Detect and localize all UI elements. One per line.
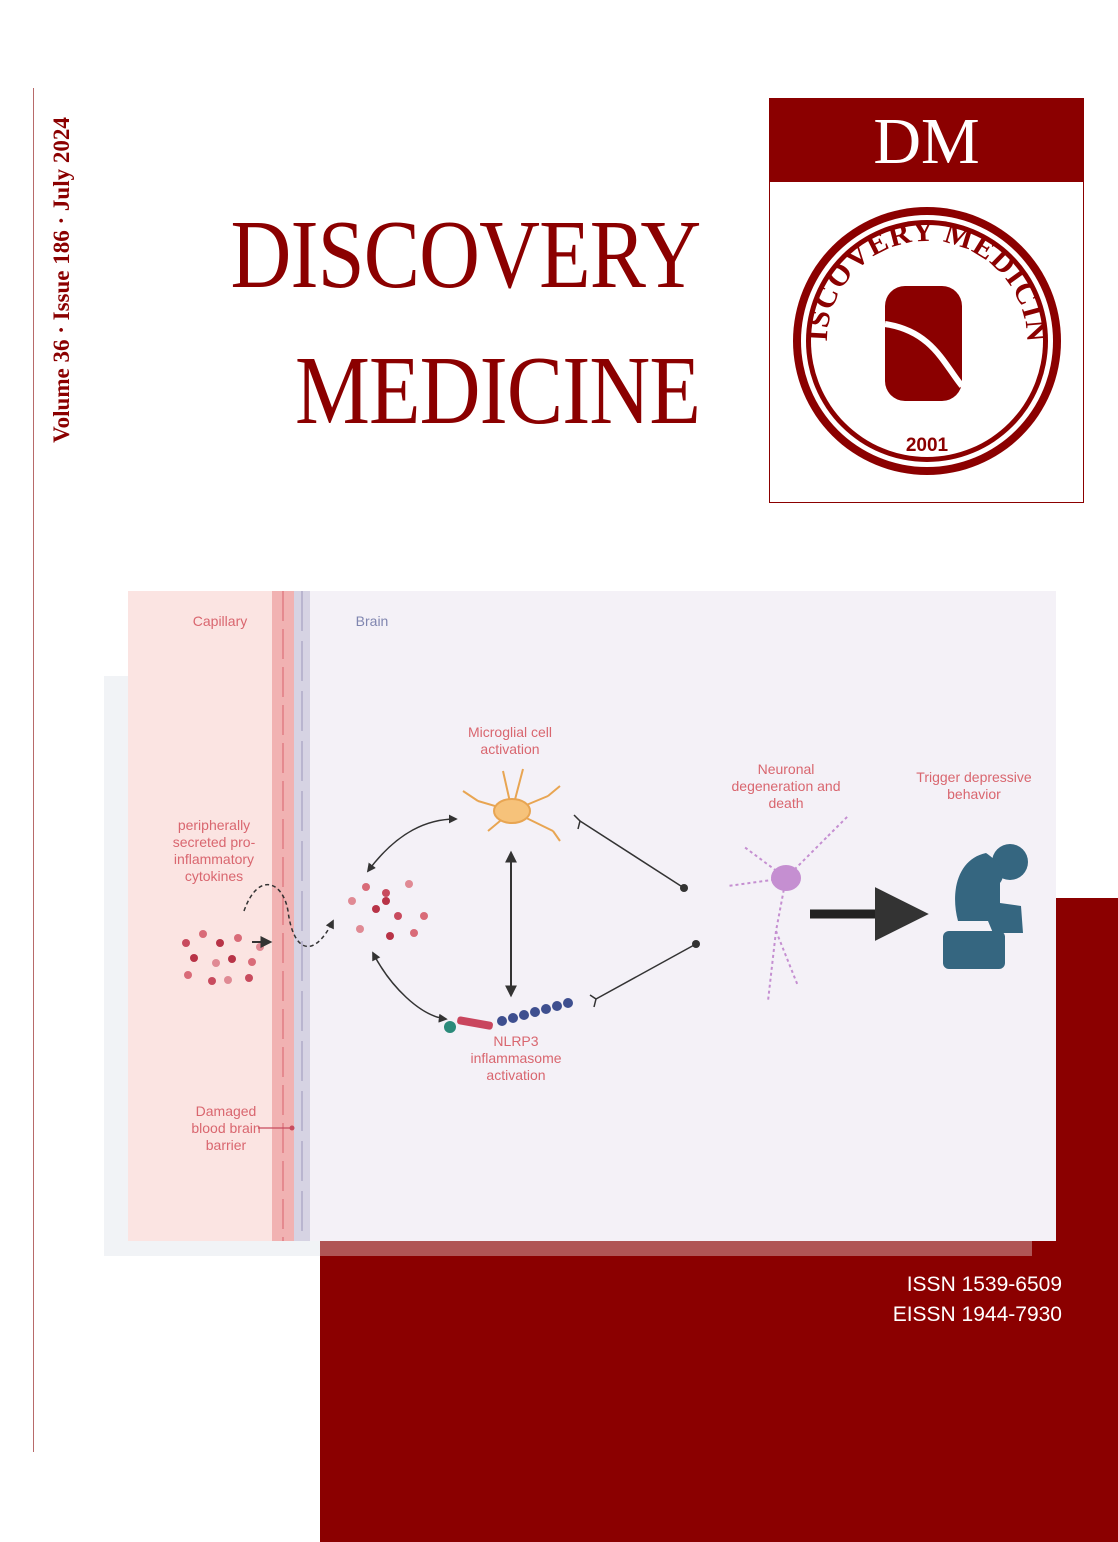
neuron-icon — [727, 815, 849, 1002]
eissn: EISSN 1944-7930 — [892, 1303, 1062, 1326]
svg-text:behavior: behavior — [947, 786, 1001, 802]
svg-text:death: death — [768, 795, 803, 811]
cytokine-cluster-center — [348, 880, 428, 940]
svg-text:Damaged: Damaged — [196, 1103, 257, 1119]
cytokines-label: peripherally secreted pro- inflammatory … — [173, 817, 256, 884]
figure-shadow-bar — [320, 1241, 1032, 1256]
cover-figure: Capillary Brain peripherally secreted pr… — [128, 591, 1056, 1241]
volume-issue-date: Volume 36 · Issue 186 · July 2024 — [49, 117, 74, 443]
svg-text:degeneration and: degeneration and — [732, 778, 841, 794]
svg-text:blood brain: blood brain — [191, 1120, 260, 1136]
journal-title-line2: MEDICINE — [294, 337, 701, 445]
nlrp3-complex-icon — [444, 998, 573, 1033]
journal-logo: DM ·DISCOVERY MEDICINE· 2001 — [769, 98, 1084, 503]
nlrp3-label: NLRP3 inflammasome activation — [470, 1033, 561, 1083]
issn: ISSN 1539-6509 — [906, 1273, 1062, 1296]
svg-text:inflammasome: inflammasome — [470, 1050, 561, 1066]
left-rule — [33, 88, 34, 1452]
capillary-label: Capillary — [193, 613, 247, 629]
svg-text:activation: activation — [480, 741, 539, 757]
journal-title-line1: DISCOVERY — [230, 201, 701, 309]
depressed-person-icon — [943, 844, 1028, 969]
svg-text:cytokines: cytokines — [185, 868, 243, 884]
depressive-label: Trigger depressive behavior — [916, 769, 1032, 802]
svg-text:Neuronal: Neuronal — [758, 761, 815, 777]
svg-text:Microglial cell: Microglial cell — [468, 724, 552, 740]
svg-text:Trigger depressive: Trigger depressive — [916, 769, 1032, 785]
capillary-cells — [272, 591, 310, 1241]
microglia-cell-icon — [462, 768, 561, 842]
logo-abbreviation: DM — [770, 99, 1083, 182]
brain-label: Brain — [356, 613, 389, 629]
svg-text:activation: activation — [486, 1067, 545, 1083]
neuronal-label: Neuronal degeneration and death — [732, 761, 841, 811]
cytokine-cluster-left — [182, 930, 264, 985]
svg-text:barrier: barrier — [206, 1137, 247, 1153]
bbb-label: Damaged blood brain barrier — [191, 1103, 260, 1153]
seal-year: 2001 — [906, 435, 949, 456]
svg-text:secreted pro-: secreted pro- — [173, 834, 256, 850]
microglia-label: Microglial cell activation — [468, 724, 552, 757]
svg-text:inflammatory: inflammatory — [174, 851, 254, 867]
seal-icon: ·DISCOVERY MEDICINE· 2001 — [792, 206, 1061, 475]
svg-text:NLRP3: NLRP3 — [493, 1033, 538, 1049]
svg-text:peripherally: peripherally — [178, 817, 250, 833]
